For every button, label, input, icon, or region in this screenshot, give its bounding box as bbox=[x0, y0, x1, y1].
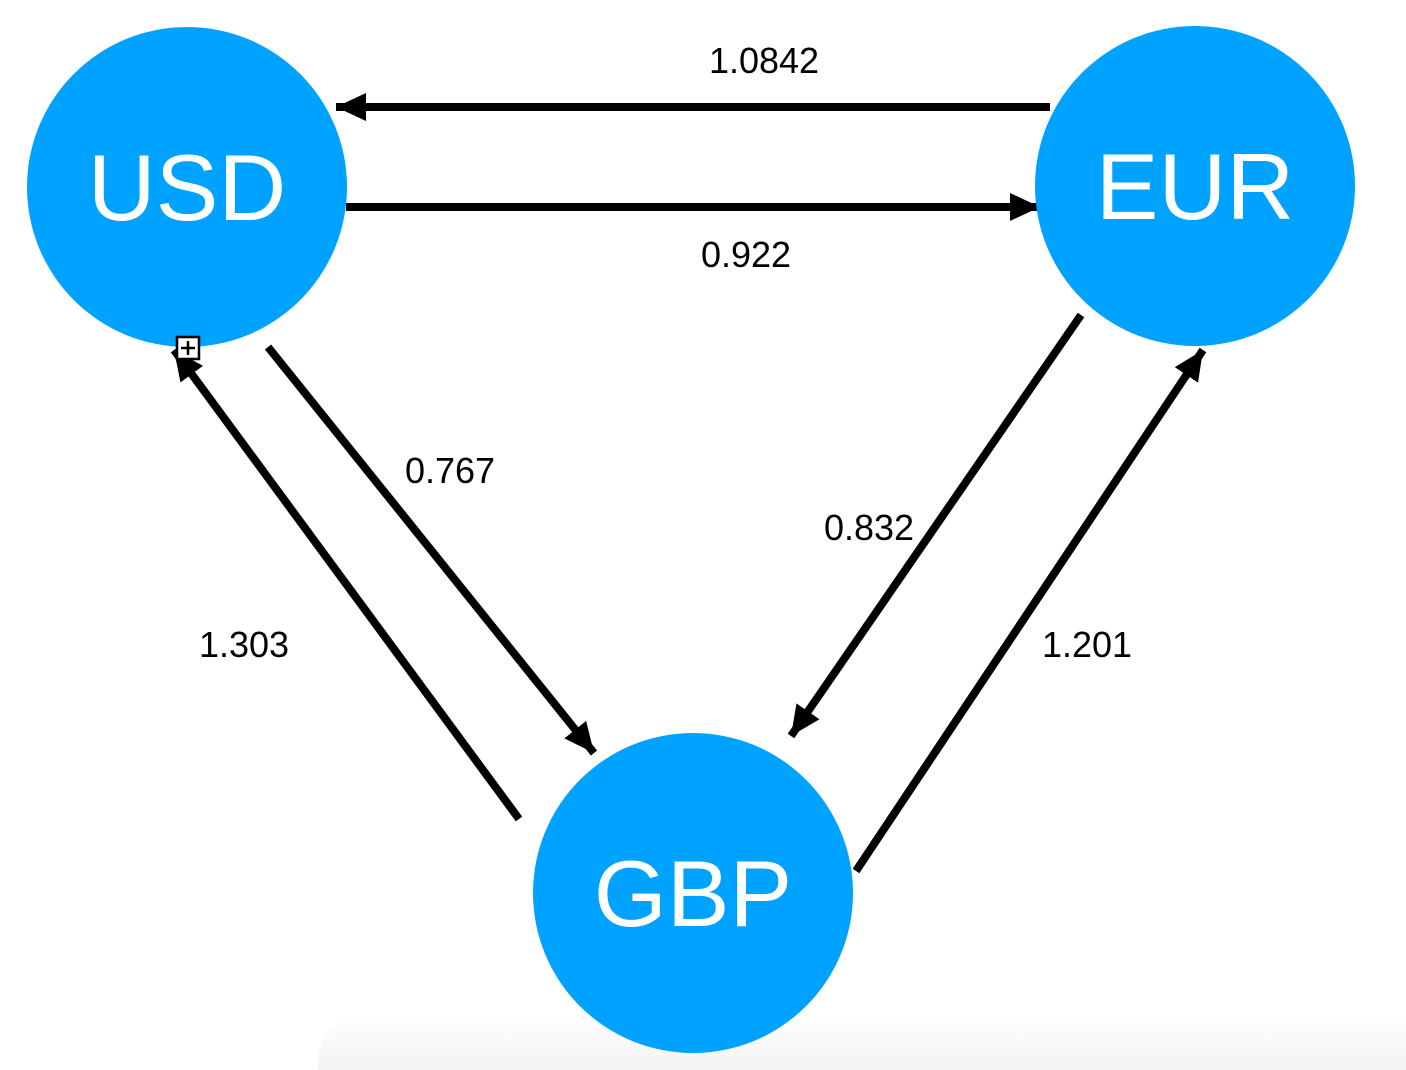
node-gbp-label: GBP bbox=[594, 841, 793, 946]
edge-usd-to-eur-rate-label[interactable]: 0.922 bbox=[701, 234, 791, 275]
node-gbp-circle[interactable] bbox=[533, 733, 853, 1053]
edge-eur-to-usd-rate-label[interactable]: 1.0842 bbox=[709, 40, 819, 81]
edge-eur-to-gbp-line[interactable] bbox=[787, 312, 1085, 739]
edge-gbp-to-eur[interactable]: 1.201 bbox=[852, 347, 1207, 874]
edge-gbp-to-eur-line[interactable] bbox=[852, 347, 1207, 874]
edge-eur-to-gbp[interactable]: 0.832 bbox=[787, 312, 1085, 739]
edge-gbp-to-usd-line[interactable] bbox=[170, 347, 523, 822]
node-eur[interactable]: EUR bbox=[1035, 26, 1355, 346]
node-usd-label: USD bbox=[88, 135, 286, 240]
edge-usd-to-gbp[interactable]: 0.767 bbox=[264, 344, 598, 756]
edge-eur-to-usd[interactable]: 1.0842 bbox=[336, 40, 1050, 121]
node-gbp[interactable]: GBP bbox=[533, 733, 853, 1053]
page-edge-shading bbox=[318, 1014, 1406, 1070]
edge-usd-to-eur[interactable]: 0.922 bbox=[346, 193, 1040, 275]
edge-usd-to-gbp-rate-label[interactable]: 0.767 bbox=[405, 450, 495, 491]
edge-usd-to-gbp-line[interactable] bbox=[264, 344, 598, 756]
edge-gbp-to-usd-rate-label[interactable]: 1.303 bbox=[199, 624, 289, 665]
edge-gbp-to-usd[interactable]: 1.303 bbox=[170, 347, 523, 822]
node-usd[interactable]: USD bbox=[27, 27, 347, 347]
plus-crosshair-cursor-icon bbox=[175, 335, 201, 361]
node-usd-circle[interactable] bbox=[27, 27, 347, 347]
node-eur-circle[interactable] bbox=[1035, 26, 1355, 346]
edge-gbp-to-eur-rate-label[interactable]: 1.201 bbox=[1042, 624, 1132, 665]
node-eur-label: EUR bbox=[1096, 134, 1294, 239]
edge-eur-to-gbp-rate-label[interactable]: 0.832 bbox=[824, 507, 914, 548]
